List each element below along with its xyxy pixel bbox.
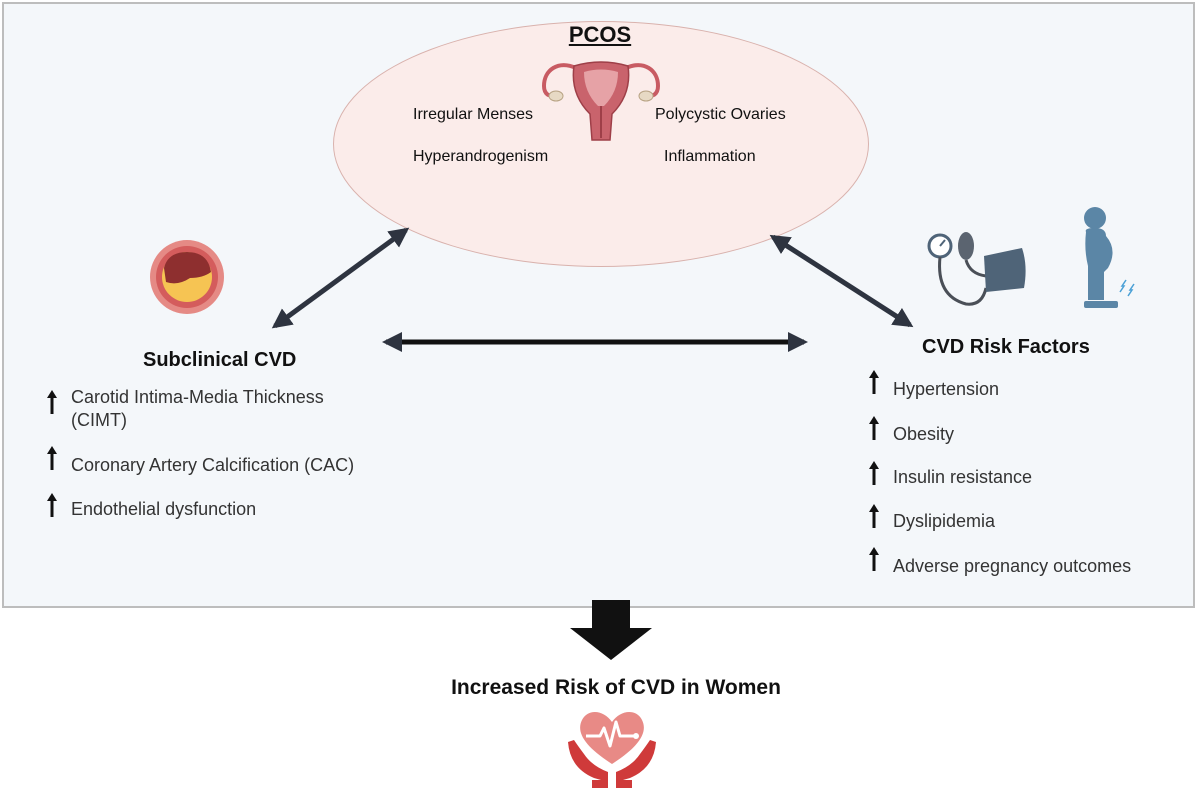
- up-arrow-icon: [869, 461, 879, 485]
- arrow-pcos-subclinical: [271, 227, 410, 329]
- pcos-title: PCOS: [568, 22, 632, 47]
- arrow-pcos-riskfactors: [769, 234, 914, 328]
- subclinical-item-endothelial: Endothelial dysfunction: [71, 499, 257, 519]
- risk-item-adverse-pregnancy: Adverse pregnancy outcomes: [893, 556, 1132, 576]
- risk-item-insulin-resistance: Insulin resistance: [893, 467, 1033, 487]
- blood-pressure-monitor-icon: [927, 232, 1026, 306]
- pcos-feature-hyperandrogenism: Hyperandrogenism: [413, 148, 549, 165]
- up-arrow-icon: [869, 547, 879, 571]
- obese-person-on-scale-icon: [1084, 207, 1135, 308]
- artery-plaque-icon: [150, 240, 224, 314]
- uterus-icon: [541, 61, 661, 141]
- up-arrow-icon: [869, 416, 879, 440]
- subclinical-item-cimt: Carotid Intima-Media Thickness: [71, 387, 324, 407]
- up-arrow-icon: [869, 370, 879, 394]
- heart-in-hands-icon: [568, 711, 656, 788]
- risk-item-obesity: Obesity: [893, 424, 955, 444]
- risk-item-hypertension: Hypertension: [893, 379, 1000, 399]
- pcos-feature-inflammation: Inflammation: [664, 148, 756, 165]
- up-arrow-icon: [47, 446, 57, 470]
- risk-factors-title: CVD Risk Factors: [922, 336, 1090, 358]
- pcos-feature-irregular-menses: Irregular Menses: [413, 106, 534, 123]
- subclinical-item-cimt-abbr: (CIMT): [71, 410, 127, 430]
- pcos-feature-polycystic-ovaries: Polycystic Ovaries: [655, 106, 786, 123]
- subclinical-title: Subclinical CVD: [143, 349, 297, 371]
- up-arrow-icon: [47, 493, 57, 517]
- up-arrow-icon: [47, 390, 57, 414]
- risk-item-dyslipidemia: Dyslipidemia: [893, 511, 996, 531]
- down-arrow: [570, 600, 652, 660]
- up-arrow-icon: [869, 504, 879, 528]
- conclusion-title: Increased Risk of CVD in Women: [451, 676, 781, 699]
- subclinical-item-cac: Coronary Artery Calcification (CAC): [71, 455, 355, 475]
